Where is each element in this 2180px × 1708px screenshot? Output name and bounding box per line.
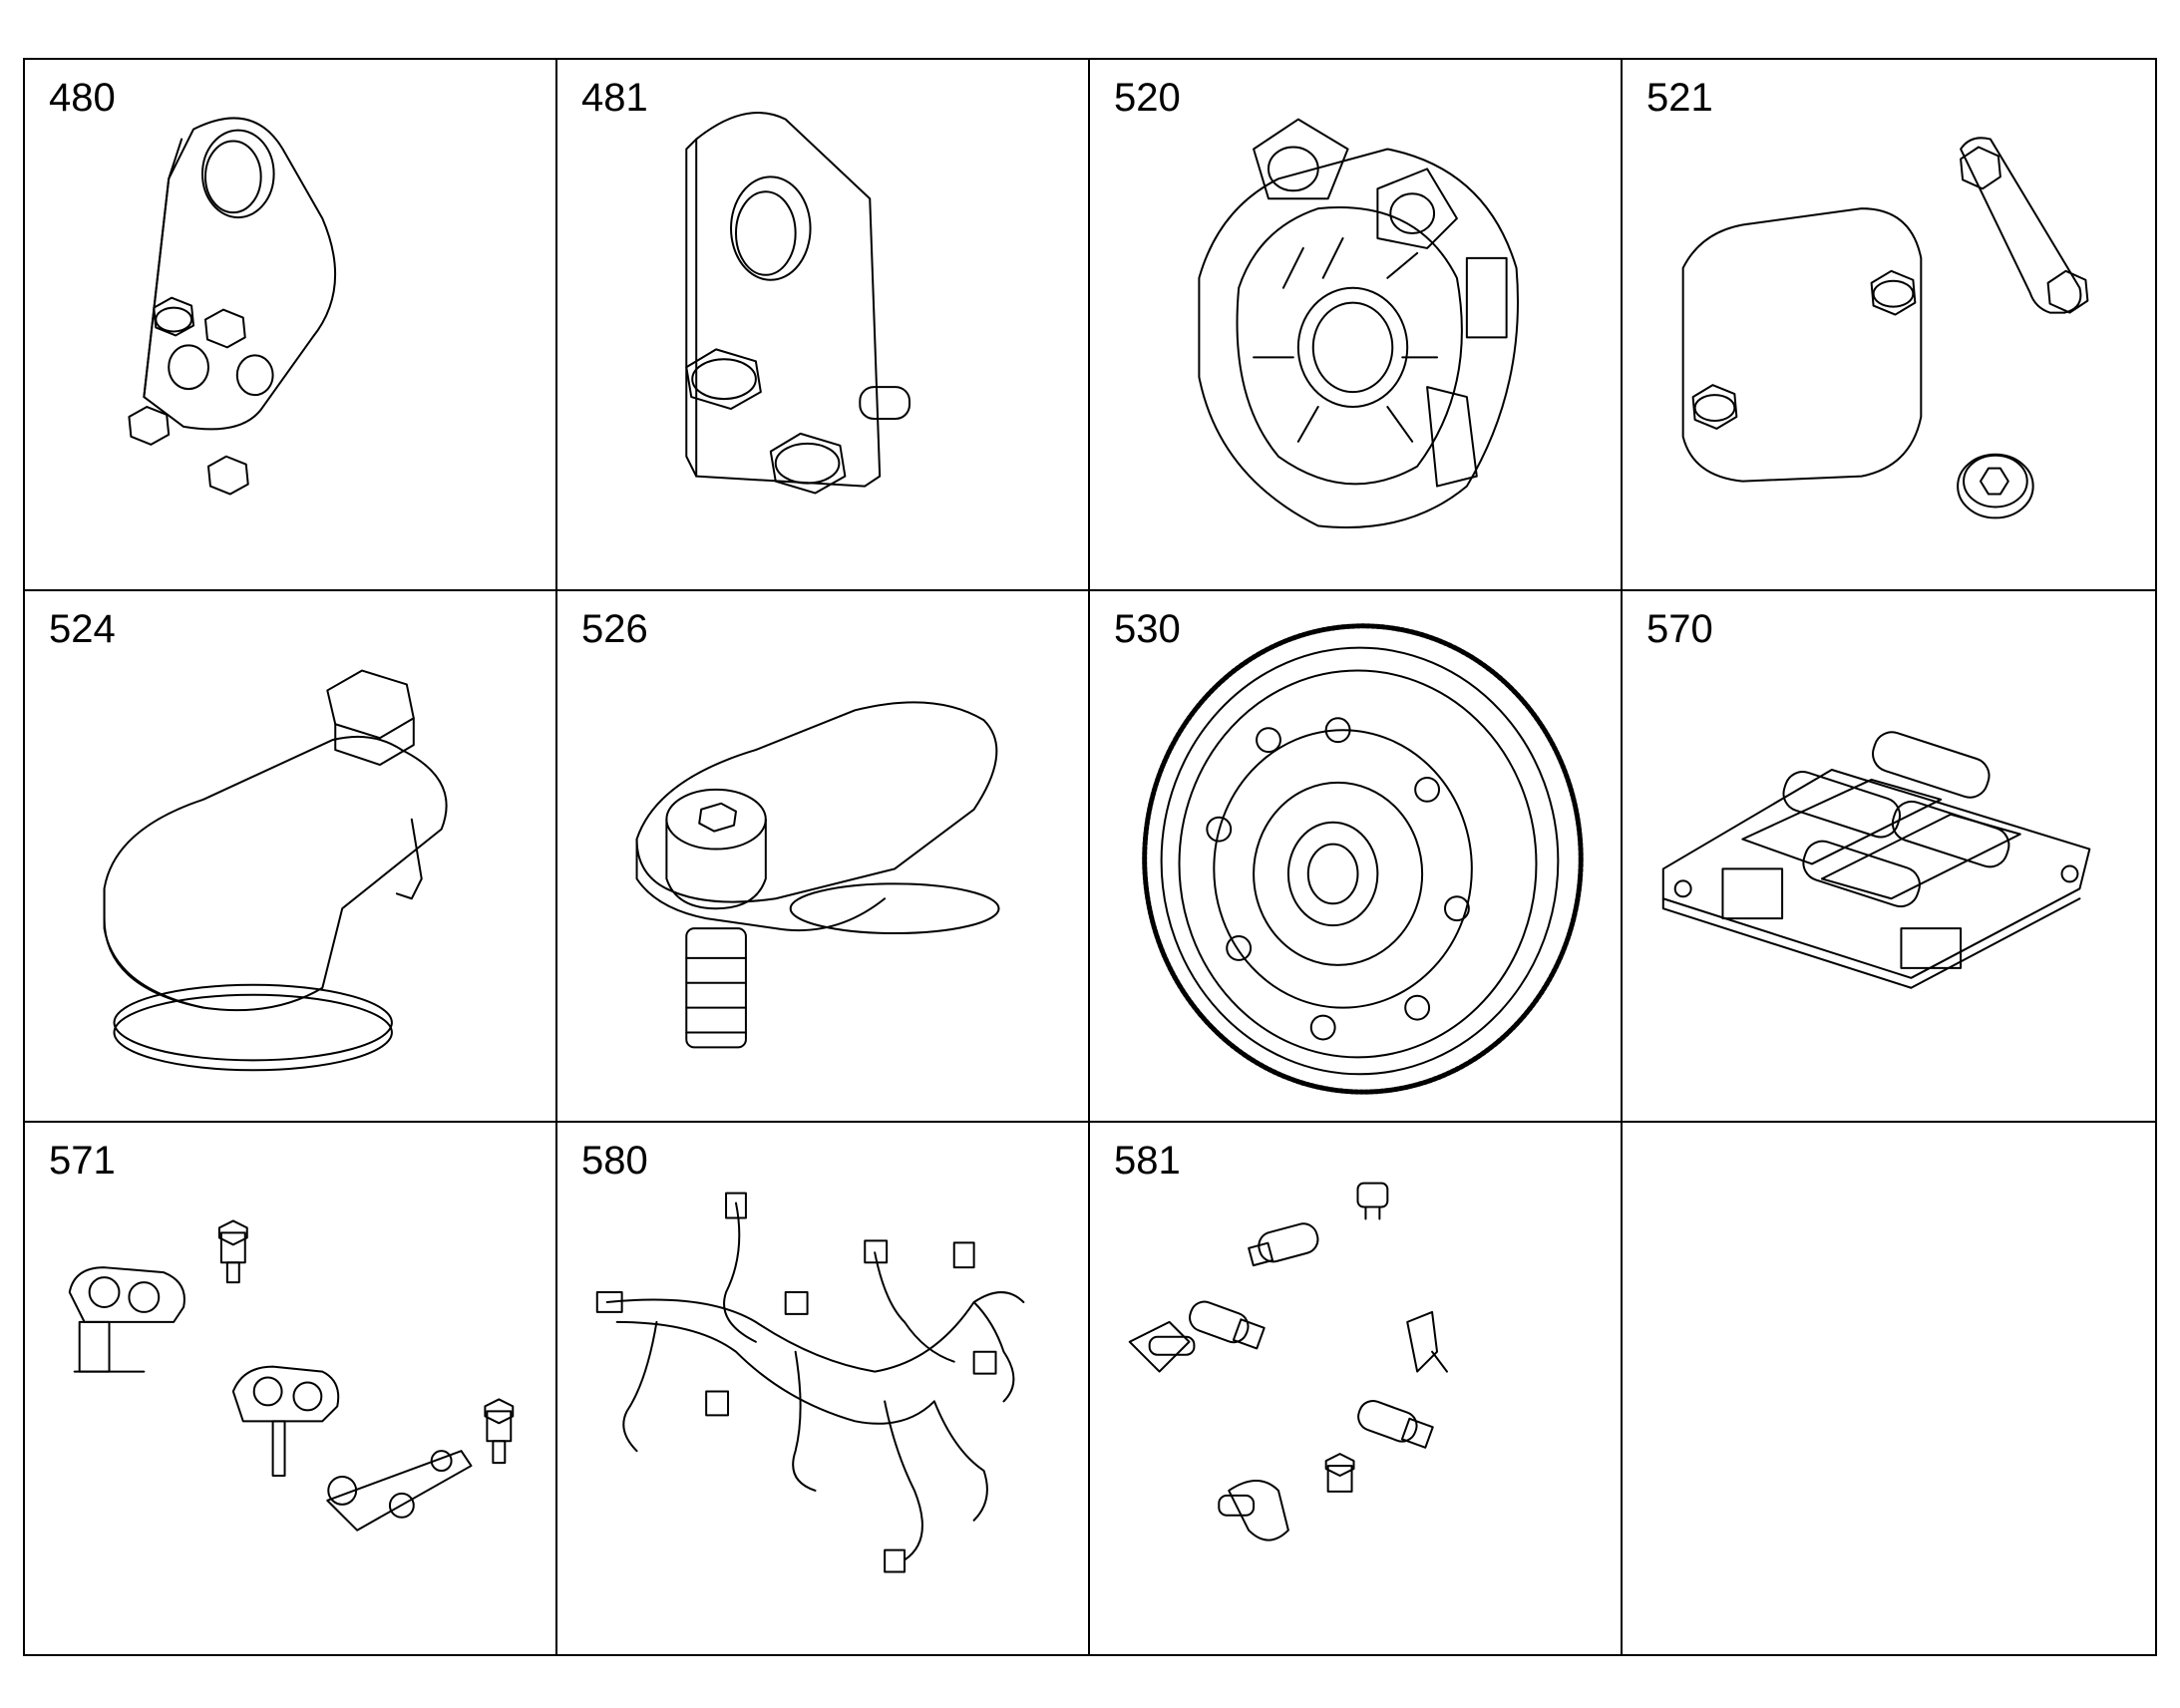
part-number: 481 [581,76,648,120]
part-cell[interactable]: 526 [557,591,1090,1123]
injector-rail-assembly-icon [1623,591,2155,1121]
sensors-icon [1090,1123,1621,1654]
lifting-bracket-bolts-icon [25,60,555,589]
empty-cell [1623,1123,2155,1654]
cover-plates-bolts-icon [1623,60,2155,589]
flywheel-housing-icon [1090,60,1621,589]
part-number: 521 [1646,76,1713,120]
wiring-harness-icon [557,1123,1088,1654]
cover-bolt-hex-icon [25,591,555,1121]
part-number: 524 [49,607,116,651]
part-cell[interactable]: 480 [25,60,557,591]
part-number: 530 [1114,607,1181,651]
parts-grid: 480 481 [23,58,2157,1656]
part-cell[interactable]: 581 [1090,1123,1623,1654]
flywheel-ring-gear-icon [1090,591,1621,1121]
part-cell[interactable]: 481 [557,60,1090,591]
part-cell[interactable]: 524 [25,591,557,1123]
part-number: 571 [49,1139,116,1183]
lifting-bracket-pin-icon [557,60,1088,589]
part-number: 581 [1114,1139,1181,1183]
part-cell[interactable]: 571 [25,1123,557,1654]
part-cell[interactable]: 580 [557,1123,1090,1654]
part-number: 526 [581,607,648,651]
part-number: 570 [1646,607,1713,651]
part-cell[interactable]: 570 [1623,591,2155,1123]
part-number: 480 [49,76,116,120]
part-cell[interactable]: 521 [1623,60,2155,591]
part-cell[interactable]: 520 [1090,60,1623,591]
part-number: 580 [581,1139,648,1183]
part-number: 520 [1114,76,1181,120]
clamps-brackets-icon [25,1123,555,1654]
part-cell[interactable]: 530 [1090,591,1623,1123]
cover-bolt-socket-icon [557,591,1088,1121]
